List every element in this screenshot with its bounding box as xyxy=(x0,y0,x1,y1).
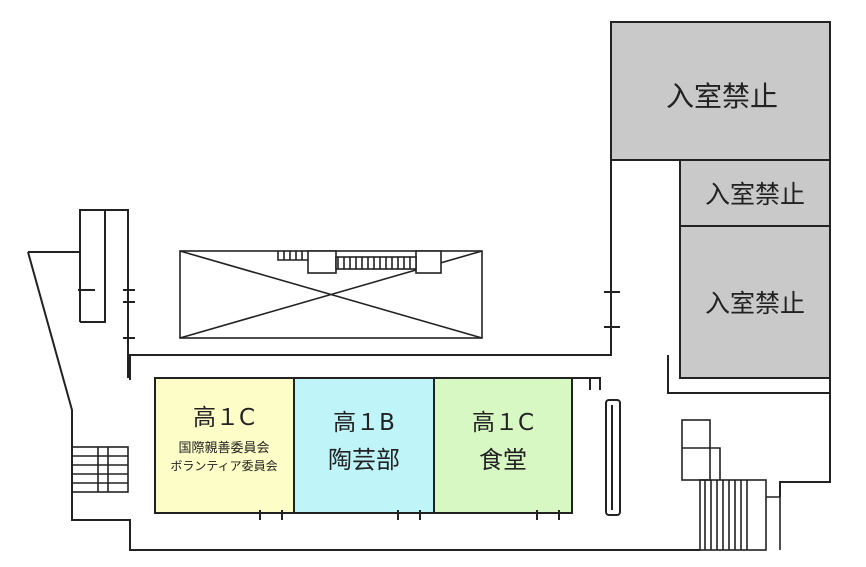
room-1-name-line1: 国際親善委員会 xyxy=(178,440,269,456)
stairs-left xyxy=(71,446,129,493)
restricted-area-2 xyxy=(679,159,831,227)
room-3-class-label: 高１C xyxy=(472,410,534,436)
restricted-area-1-label: 入室禁止 xyxy=(666,80,778,113)
restricted-area-3-label: 入室禁止 xyxy=(705,289,805,318)
room-1-class-label: 高１C xyxy=(193,405,255,431)
rooms: 高１C 国際親善委員会 ボランティア委員会 高１B 陶芸部 高１C 食堂 xyxy=(154,377,573,520)
restricted-area-2-label: 入室禁止 xyxy=(705,180,805,209)
restricted-areas: 入室禁止 入室禁止 入室禁止 xyxy=(610,21,831,379)
room-doors xyxy=(259,510,560,520)
restricted-area-3 xyxy=(679,225,831,379)
room-2-class-label: 高１B xyxy=(333,410,395,436)
room-1-name-line2: ボランティア委員会 xyxy=(170,459,277,473)
restricted-area-1 xyxy=(610,21,831,161)
room-kou1c-cafeteria[interactable] xyxy=(433,377,573,514)
stairs-right xyxy=(681,419,781,551)
room-2-name: 陶芸部 xyxy=(328,446,400,474)
room-3-name: 食堂 xyxy=(479,446,527,474)
void-light-well xyxy=(179,250,483,339)
